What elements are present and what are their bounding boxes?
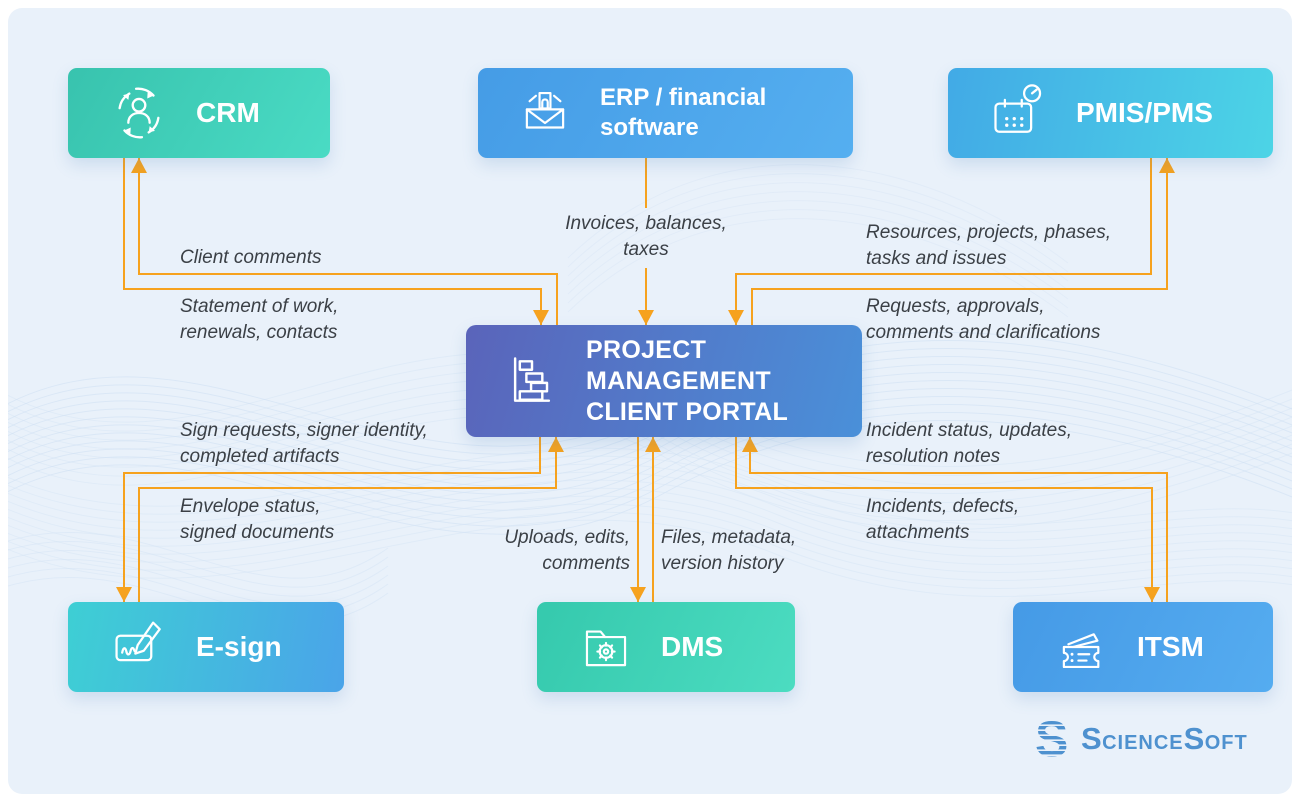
node-pmis-label: PMIS/PMS — [1076, 97, 1213, 128]
line-segment — [735, 437, 737, 489]
ticket-icon — [1062, 633, 1100, 669]
node-crm-label: CRM — [196, 97, 260, 128]
line-segment — [556, 273, 558, 325]
arrowhead-down-icon — [533, 310, 549, 325]
gantt-chart-icon — [513, 357, 551, 402]
arrowhead-up-icon — [1159, 158, 1175, 173]
logo-letters: OFT — [1204, 732, 1248, 754]
line-segment — [540, 288, 542, 325]
sciencesoft-logo-icon: S — [1035, 716, 1068, 762]
flow-label-resources: Resources, projects, phases, tasks and i… — [866, 222, 1112, 269]
crm-sync-users-icon — [118, 87, 160, 139]
logo-letter: S — [1081, 721, 1103, 756]
line-segment — [645, 158, 647, 208]
line-segment — [123, 472, 541, 474]
arrowhead-up-icon — [548, 437, 564, 452]
svg-text:S: S — [1035, 716, 1068, 762]
flow-label-incidents: Incidents, defects, attachments — [866, 496, 1020, 543]
flow-label-statement-of-work: Statement of work, renewals, contacts — [180, 296, 339, 343]
envelope-money-icon — [525, 91, 565, 129]
line-segment — [1150, 158, 1152, 274]
line-segment — [539, 437, 541, 474]
node-dms: DMS — [537, 602, 795, 692]
arrowhead-up-icon — [742, 437, 758, 452]
flow-label-incident-status: Incident status, updates, resolution not… — [866, 420, 1072, 467]
line-segment — [1151, 487, 1153, 602]
node-crm: CRM — [68, 68, 330, 158]
line-segment — [123, 288, 542, 290]
arrowhead-down-icon — [1144, 587, 1160, 602]
line-segment — [138, 273, 558, 275]
line-segment — [138, 158, 140, 274]
node-itsm: ITSM — [1013, 602, 1273, 692]
node-portal: PROJECT MANAGEMENT CLIENT PORTAL — [466, 325, 862, 437]
flow-label-envelope-status: Envelope status, signed documents — [180, 496, 335, 543]
arrowhead-down-icon — [116, 587, 132, 602]
flow-label-client-comments: Client comments — [180, 247, 322, 268]
arrowhead-up-icon — [645, 437, 661, 452]
line-segment — [735, 487, 1152, 489]
line-segment — [123, 158, 125, 290]
arrowhead-down-icon — [728, 310, 744, 325]
line-segment — [1166, 158, 1168, 290]
calendar-gauge-icon — [994, 84, 1042, 133]
node-erp: ERP / financial software — [478, 68, 853, 158]
line-segment — [123, 472, 125, 602]
node-esign: E-sign — [68, 602, 344, 692]
flow-label-invoices: Invoices, balances, taxes — [565, 213, 727, 260]
line-segment — [555, 437, 557, 489]
line-segment — [749, 437, 751, 474]
arrowhead-up-icon — [131, 158, 147, 173]
arrowhead-down-icon — [638, 310, 654, 325]
line-segment — [735, 273, 1152, 275]
logo-letter: S — [1183, 721, 1205, 756]
node-portal-label: PROJECT MANAGEMENT CLIENT PORTAL — [586, 335, 789, 426]
line-segment — [637, 437, 639, 602]
node-itsm-label: ITSM — [1137, 631, 1204, 662]
node-pmis: PMIS/PMS — [948, 68, 1273, 158]
line-segment — [138, 487, 140, 602]
node-erp-label: ERP / financial software — [600, 84, 767, 141]
line-segment — [645, 268, 647, 325]
line-segment — [751, 288, 753, 325]
logo-letters: CIENCE — [1102, 732, 1184, 754]
folder-gear-icon — [585, 630, 627, 667]
line-segment — [749, 472, 1167, 474]
line-segment — [751, 288, 1168, 290]
flow-label-requests: Requests, approvals, comments and clarif… — [866, 296, 1101, 343]
line-segment — [652, 437, 654, 602]
node-esign-label: E-sign — [196, 631, 282, 662]
node-dms-label: DMS — [661, 631, 724, 662]
line-segment — [735, 273, 737, 325]
flow-label-files: Files, metadata, version history — [661, 527, 797, 574]
line-segment — [1166, 472, 1168, 602]
line-segment — [138, 487, 557, 489]
flow-label-sign-requests: Sign requests, signer identity, complete… — [180, 420, 428, 467]
signature-pen-icon — [115, 621, 161, 662]
arrowhead-down-icon — [630, 587, 646, 602]
flow-label-uploads: Uploads, edits, comments — [504, 527, 630, 574]
